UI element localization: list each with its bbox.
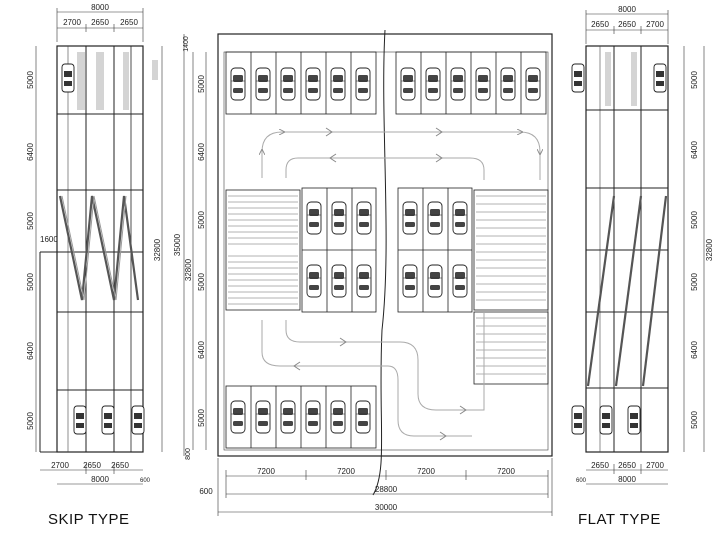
- flat-h-3: 5000: [690, 211, 699, 229]
- skip-h-5: 6400: [26, 342, 35, 360]
- plan-bottom-small: 800: [185, 448, 192, 460]
- flat-bottom-part-1: 2650: [591, 461, 609, 470]
- flat-bottom-part-3: 2700: [646, 461, 664, 470]
- flat-top-part-2: 2650: [618, 20, 636, 29]
- flat-right-total: 32800: [705, 238, 714, 261]
- flat-h-1: 5000: [690, 71, 699, 89]
- skip-top-total: 8000: [91, 3, 109, 12]
- plan-h-1: 5000: [197, 75, 206, 93]
- plan-h-6: 5000: [197, 409, 206, 427]
- parking-plan: 1400 35000 32800 5000 6400 5000 5000 640…: [173, 29, 553, 516]
- skip-top-part-3: 2650: [120, 18, 138, 27]
- plan-bay-1: 7200: [257, 467, 275, 476]
- skip-h-3: 5000: [26, 212, 35, 230]
- flat-h-5: 6400: [690, 341, 699, 359]
- plan-bay-2: 7200: [337, 467, 355, 476]
- skip-offset-label: 1600: [40, 235, 58, 244]
- flat-type-elevation: 8000 2650 2650 2700 5000 6400 5000 5000 …: [571, 5, 714, 528]
- plan-h-4: 5000: [197, 273, 206, 291]
- plan-top-small: 1400: [183, 36, 190, 52]
- flat-top-part-1: 2650: [591, 20, 609, 29]
- skip-h-4: 5000: [26, 273, 35, 291]
- flat-h-6: 5000: [690, 411, 699, 429]
- plan-left-offset: 600: [199, 487, 213, 496]
- skip-bottom-part-1: 2700: [51, 461, 69, 470]
- plan-outer-total: 30000: [375, 503, 398, 512]
- skip-right-total: 32800: [153, 238, 162, 261]
- flat-top-part-3: 2700: [646, 20, 664, 29]
- flat-top-total: 8000: [618, 5, 636, 14]
- skip-h-2: 6400: [26, 143, 35, 161]
- plan-bay-4: 7200: [497, 467, 515, 476]
- flat-bottom-small: 600: [576, 478, 587, 484]
- skip-bottom-part-2: 2650: [83, 461, 101, 470]
- plan-h-3: 5000: [197, 211, 206, 229]
- skip-top-part-2: 2650: [91, 18, 109, 27]
- flat-h-2: 6400: [690, 141, 699, 159]
- skip-type-elevation: 8000 2700 2650 2650 1600: [26, 3, 163, 528]
- skip-top-part-1: 2700: [63, 18, 81, 27]
- skip-bottom-part-3: 2650: [111, 461, 129, 470]
- skip-bottom-small: 600: [140, 478, 151, 484]
- flat-type-caption: FLAT TYPE: [578, 511, 661, 528]
- plan-mid-total: 28800: [375, 485, 398, 494]
- plan-bay-3: 7200: [417, 467, 435, 476]
- flat-bottom-total: 8000: [618, 475, 636, 484]
- plan-left-total: 35000: [173, 233, 182, 256]
- plan-right-total: 32800: [184, 258, 193, 281]
- skip-bottom-total: 8000: [91, 475, 109, 484]
- flat-h-4: 5000: [690, 273, 699, 291]
- skip-h-1: 5000: [26, 71, 35, 89]
- skip-type-caption: SKIP TYPE: [48, 511, 130, 528]
- flat-bottom-part-2: 2650: [618, 461, 636, 470]
- plan-h-5: 6400: [197, 341, 206, 359]
- skip-h-6: 5000: [26, 412, 35, 430]
- plan-h-2: 6400: [197, 143, 206, 161]
